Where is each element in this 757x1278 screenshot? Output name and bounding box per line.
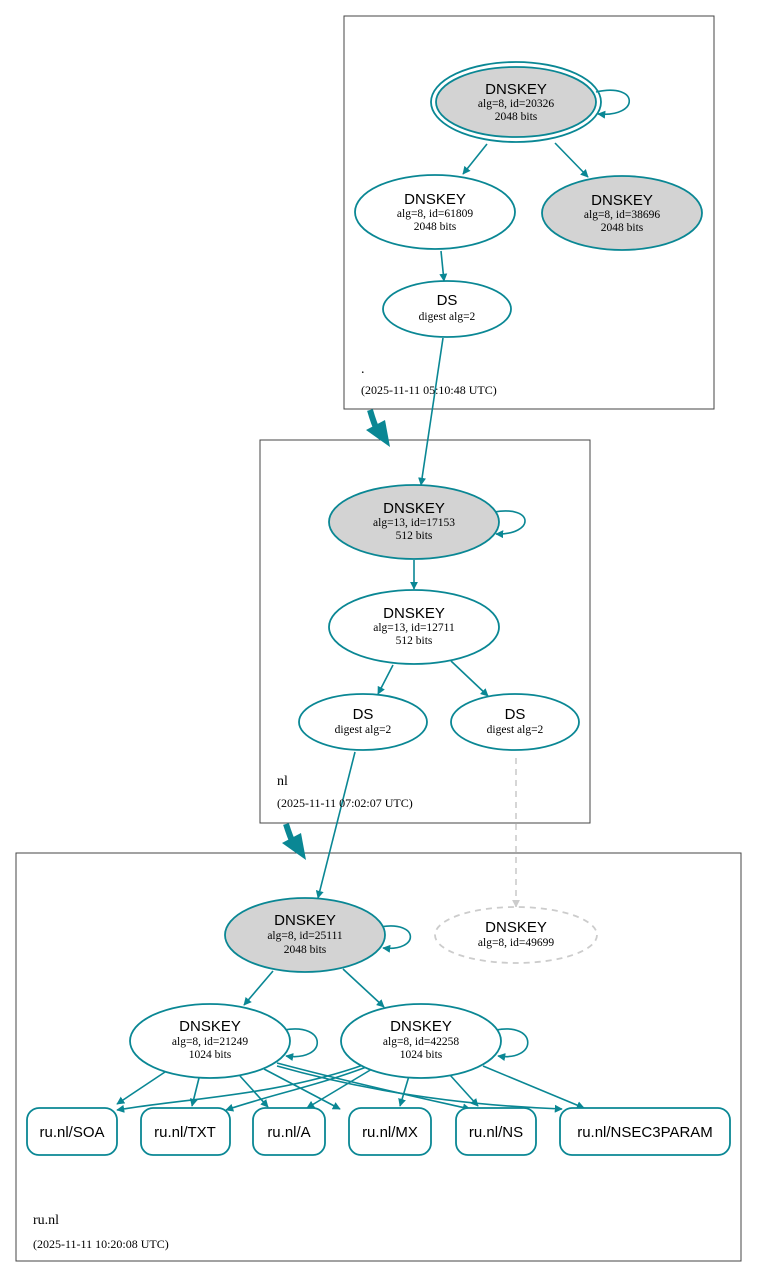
- node-alg-id: alg=8, id=25111: [267, 930, 343, 942]
- delegation-arrow-root-to-nl: [366, 409, 390, 447]
- node-title: DS: [353, 706, 374, 723]
- zone-box-root: [343, 15, 715, 410]
- zone-box-runl: [15, 852, 742, 1262]
- node-title: DNSKEY: [390, 1018, 452, 1035]
- dnskey-node-61809[interactable]: DNSKEY alg=8, id=61809 2048 bits: [354, 174, 516, 250]
- edge-nl-ds1-to-runl-ksk: [315, 751, 356, 899]
- edge-zsk2-to-nsec3param: [482, 1065, 585, 1109]
- dnskey-node-25111[interactable]: DNSKEY alg=8, id=25111 2048 bits: [224, 897, 386, 973]
- node-digest: digest alg=2: [487, 724, 544, 736]
- rrset-label: ru.nl/NSEC3PARAM: [577, 1124, 713, 1141]
- node-title: DS: [437, 292, 458, 309]
- dnskey-node-21249[interactable]: DNSKEY alg=8, id=21249 1024 bits: [129, 1003, 291, 1079]
- dnskey-node-17153[interactable]: DNSKEY alg=13, id=17153 512 bits: [328, 484, 500, 560]
- edge-zsk2-to-soa: [116, 1063, 367, 1113]
- edge-root-ksk-self: [595, 89, 631, 119]
- node-title: DNSKEY: [179, 1018, 241, 1035]
- edge-root-ksk-to-k2: [554, 142, 589, 178]
- rrset-label: ru.nl/SOA: [39, 1124, 104, 1141]
- zone-box-nl: [259, 439, 591, 824]
- node-alg-id: alg=13, id=12711: [373, 622, 455, 634]
- zone-name-runl: ru.nl: [33, 1213, 59, 1228]
- node-bits: 1024 bits: [189, 1049, 232, 1061]
- node-bits: 2048 bits: [284, 944, 327, 956]
- zone-name-root: .: [361, 362, 365, 377]
- edge-zsk1-to-txt: [189, 1077, 200, 1107]
- node-bits: 2048 bits: [495, 111, 538, 123]
- node-bits: 2048 bits: [414, 221, 457, 233]
- edge-zsk1-to-mx: [263, 1068, 341, 1110]
- node-bits: 512 bits: [396, 530, 433, 542]
- edge-zsk1-to-nsec3param: [276, 1065, 563, 1113]
- edge-nl-zsk-to-ds2: [450, 660, 489, 697]
- ds-node-nl-2[interactable]: DS digest alg=2: [450, 693, 580, 751]
- ds-node-nl-1[interactable]: DS digest alg=2: [298, 693, 428, 751]
- rrset-node-txt[interactable]: ru.nl/TXT: [140, 1107, 231, 1156]
- dnskey-node-42258[interactable]: DNSKEY alg=8, id=42258 1024 bits: [340, 1003, 502, 1079]
- node-title: DNSKEY: [274, 912, 336, 929]
- dnskey-node-38696[interactable]: DNSKEY alg=8, id=38696 2048 bits: [541, 175, 703, 251]
- node-title: DNSKEY: [404, 191, 466, 208]
- node-alg-id: alg=8, id=49699: [478, 937, 554, 949]
- rrset-label: ru.nl/NS: [469, 1124, 523, 1141]
- node-bits: 2048 bits: [601, 222, 644, 234]
- node-title: DNSKEY: [383, 605, 445, 622]
- edge-zsk2-to-ns: [449, 1074, 479, 1107]
- node-digest: digest alg=2: [419, 311, 476, 323]
- ds-node-root[interactable]: DS digest alg=2: [382, 280, 512, 338]
- delegation-arrow-nl-to-runl: [282, 823, 306, 860]
- node-alg-id: alg=8, id=38696: [584, 209, 660, 221]
- node-alg-id: alg=8, id=20326: [478, 98, 554, 110]
- rrset-node-ns[interactable]: ru.nl/NS: [455, 1107, 537, 1156]
- zone-timestamp-runl: (2025-11-11 10:20:08 UTC): [33, 1237, 169, 1251]
- node-alg-id: alg=8, id=21249: [172, 1036, 248, 1048]
- zone-name-nl: nl: [277, 774, 288, 789]
- edge-zsk1-to-soa: [116, 1071, 166, 1105]
- rrset-label: ru.nl/MX: [362, 1124, 418, 1141]
- edge-zsk2-to-txt: [225, 1065, 370, 1112]
- rrset-node-mx[interactable]: ru.nl/MX: [348, 1107, 432, 1156]
- node-alg-id: alg=8, id=61809: [397, 208, 473, 220]
- node-bits: 1024 bits: [400, 1049, 443, 1061]
- rrset-node-a[interactable]: ru.nl/A: [252, 1107, 326, 1156]
- dnskey-node-20326[interactable]: DNSKEY alg=8, id=20326 2048 bits: [430, 61, 602, 143]
- edge-runl-ksk-to-zsk2: [342, 968, 385, 1008]
- edge-zsk2-to-a: [306, 1068, 373, 1109]
- node-alg-id: alg=8, id=42258: [383, 1036, 459, 1048]
- zone-timestamp-root: (2025-11-11 05:10:48 UTC): [361, 383, 497, 397]
- edge-root-zsk-to-ds: [439, 250, 448, 282]
- node-alg-id: alg=13, id=17153: [373, 517, 455, 529]
- zone-timestamp-nl: (2025-11-11 07:02:07 UTC): [277, 796, 413, 810]
- rrset-label: ru.nl/TXT: [154, 1124, 216, 1141]
- edge-root-ds-to-nl-ksk: [418, 337, 444, 486]
- edge-zsk2-to-mx: [398, 1075, 410, 1107]
- edge-root-ksk-to-zsk: [462, 143, 488, 175]
- node-bits: 512 bits: [396, 635, 433, 647]
- node-title: DNSKEY: [485, 919, 547, 936]
- rrset-node-nsec3param[interactable]: ru.nl/NSEC3PARAM: [559, 1107, 731, 1156]
- node-digest: digest alg=2: [335, 724, 392, 736]
- edge-runl-ksk-self: [379, 925, 412, 953]
- edge-nl-zsk-to-ds1: [377, 664, 394, 695]
- dnskey-node-49699-missing[interactable]: DNSKEY alg=8, id=49699: [434, 906, 598, 964]
- edge-runl-ksk-to-zsk1: [243, 970, 274, 1006]
- node-title: DNSKEY: [591, 192, 653, 209]
- rrset-label: ru.nl/A: [267, 1124, 310, 1141]
- dnskey-node-12711[interactable]: DNSKEY alg=13, id=12711 512 bits: [328, 589, 500, 665]
- rrset-node-soa[interactable]: ru.nl/SOA: [26, 1107, 118, 1156]
- node-title: DNSKEY: [485, 81, 547, 98]
- edge-nl-ksk-self: [493, 510, 526, 539]
- edge-zsk1-self: [283, 1028, 319, 1061]
- node-title: DS: [505, 706, 526, 723]
- node-title: DNSKEY: [383, 500, 445, 517]
- edge-zsk2-self: [495, 1028, 529, 1062]
